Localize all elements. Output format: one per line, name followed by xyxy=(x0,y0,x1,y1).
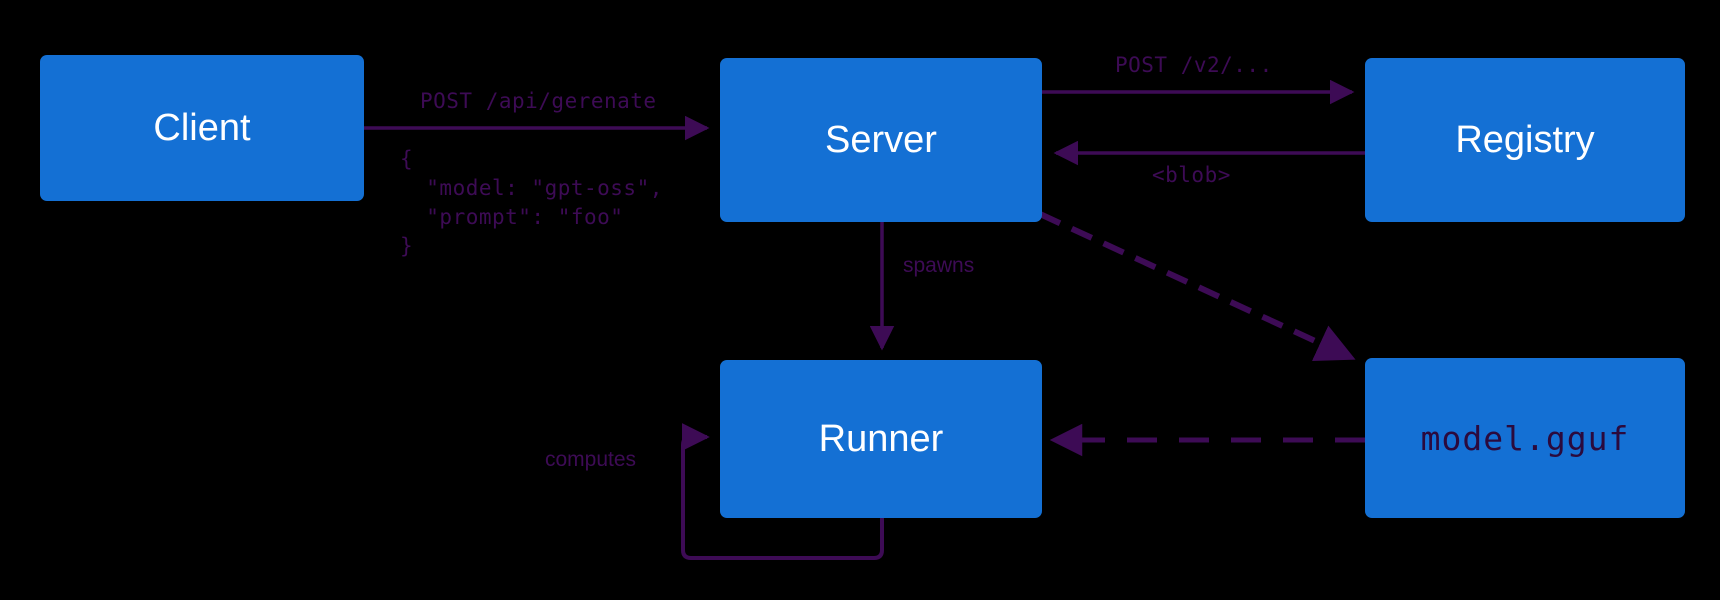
node-registry[interactable]: Registry xyxy=(1365,58,1685,222)
edge-server-to-model xyxy=(1038,211,1356,361)
node-registry-label: Registry xyxy=(1455,119,1595,161)
node-server[interactable]: Server xyxy=(720,58,1042,222)
node-runner[interactable]: Runner xyxy=(720,360,1042,518)
node-model-gguf[interactable]: model.gguf xyxy=(1365,358,1685,518)
node-client-label: Client xyxy=(153,107,251,149)
node-client[interactable]: Client xyxy=(40,55,364,201)
edge-runner-self-loop xyxy=(681,423,884,560)
node-runner-label: Runner xyxy=(818,418,944,460)
node-model-gguf-label: model.gguf xyxy=(1420,418,1630,458)
node-server-label: Server xyxy=(825,119,937,161)
